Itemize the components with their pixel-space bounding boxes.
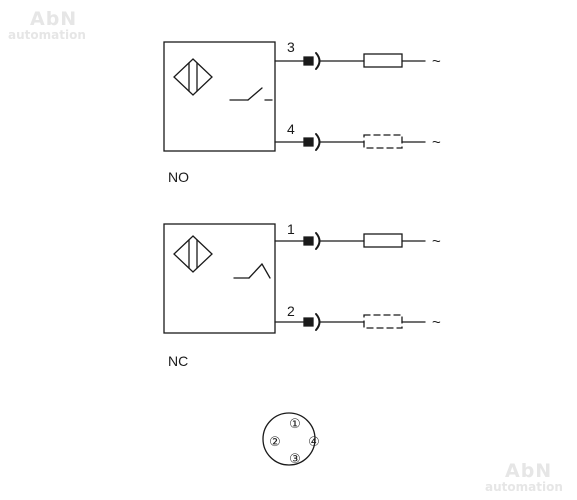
ac-supply-symbol: ~ xyxy=(432,233,441,250)
socket-arc xyxy=(315,52,321,70)
socket-arc xyxy=(315,133,321,151)
terminal-1-row: 1 ~ xyxy=(274,221,441,250)
connector-pin-4: ④ xyxy=(308,434,320,449)
pin-label: 4 xyxy=(287,121,295,137)
pin-label: 3 xyxy=(287,39,295,55)
mode-label-nc: NC xyxy=(168,353,189,369)
pin-label: 2 xyxy=(287,303,295,319)
connector-pin-1: ① xyxy=(289,416,301,431)
terminal-3-row: 3 ~ xyxy=(274,39,441,70)
socket-arc xyxy=(315,232,321,250)
socket-arc xyxy=(315,313,321,331)
m12-connector-face-icon: ① ② ③ ④ xyxy=(262,412,320,466)
sensor-housing xyxy=(163,41,276,152)
ac-supply-symbol: ~ xyxy=(432,134,441,151)
switch-open-icon xyxy=(229,87,273,101)
diamond-sensor-icon xyxy=(173,235,213,273)
mode-label-no: NO xyxy=(168,169,189,185)
optional-load-resistor xyxy=(363,134,403,149)
optional-load-resistor xyxy=(363,314,403,329)
sensor-housing xyxy=(163,223,276,334)
plug-pin xyxy=(303,137,314,147)
plug-pin xyxy=(303,56,314,66)
sensor-block-no xyxy=(163,41,276,152)
terminal-4-row: 4 ~ xyxy=(274,121,441,151)
watermark-sub: automation xyxy=(485,480,563,494)
watermark-brand: AbN xyxy=(505,460,553,482)
connector-pin-2: ② xyxy=(269,434,281,449)
ac-supply-symbol: ~ xyxy=(432,53,441,70)
switch-closed-icon xyxy=(233,263,271,279)
ac-supply-symbol: ~ xyxy=(432,314,441,331)
watermark-top-left: AbN automation xyxy=(8,8,86,42)
watermark-brand: AbN xyxy=(30,8,78,30)
watermark-bottom-right: AbN automation xyxy=(485,460,563,494)
sensor-block-nc xyxy=(163,223,276,334)
connector-pin-3: ③ xyxy=(289,451,301,466)
terminal-2-row: 2 ~ xyxy=(274,303,441,331)
plug-pin xyxy=(303,236,314,246)
plug-pin xyxy=(303,317,314,327)
load-resistor xyxy=(363,53,403,68)
connector-outline xyxy=(262,412,316,466)
pin-label: 1 xyxy=(287,221,295,237)
diamond-sensor-icon xyxy=(173,58,213,96)
watermark-sub: automation xyxy=(8,28,86,42)
load-resistor xyxy=(363,233,403,248)
